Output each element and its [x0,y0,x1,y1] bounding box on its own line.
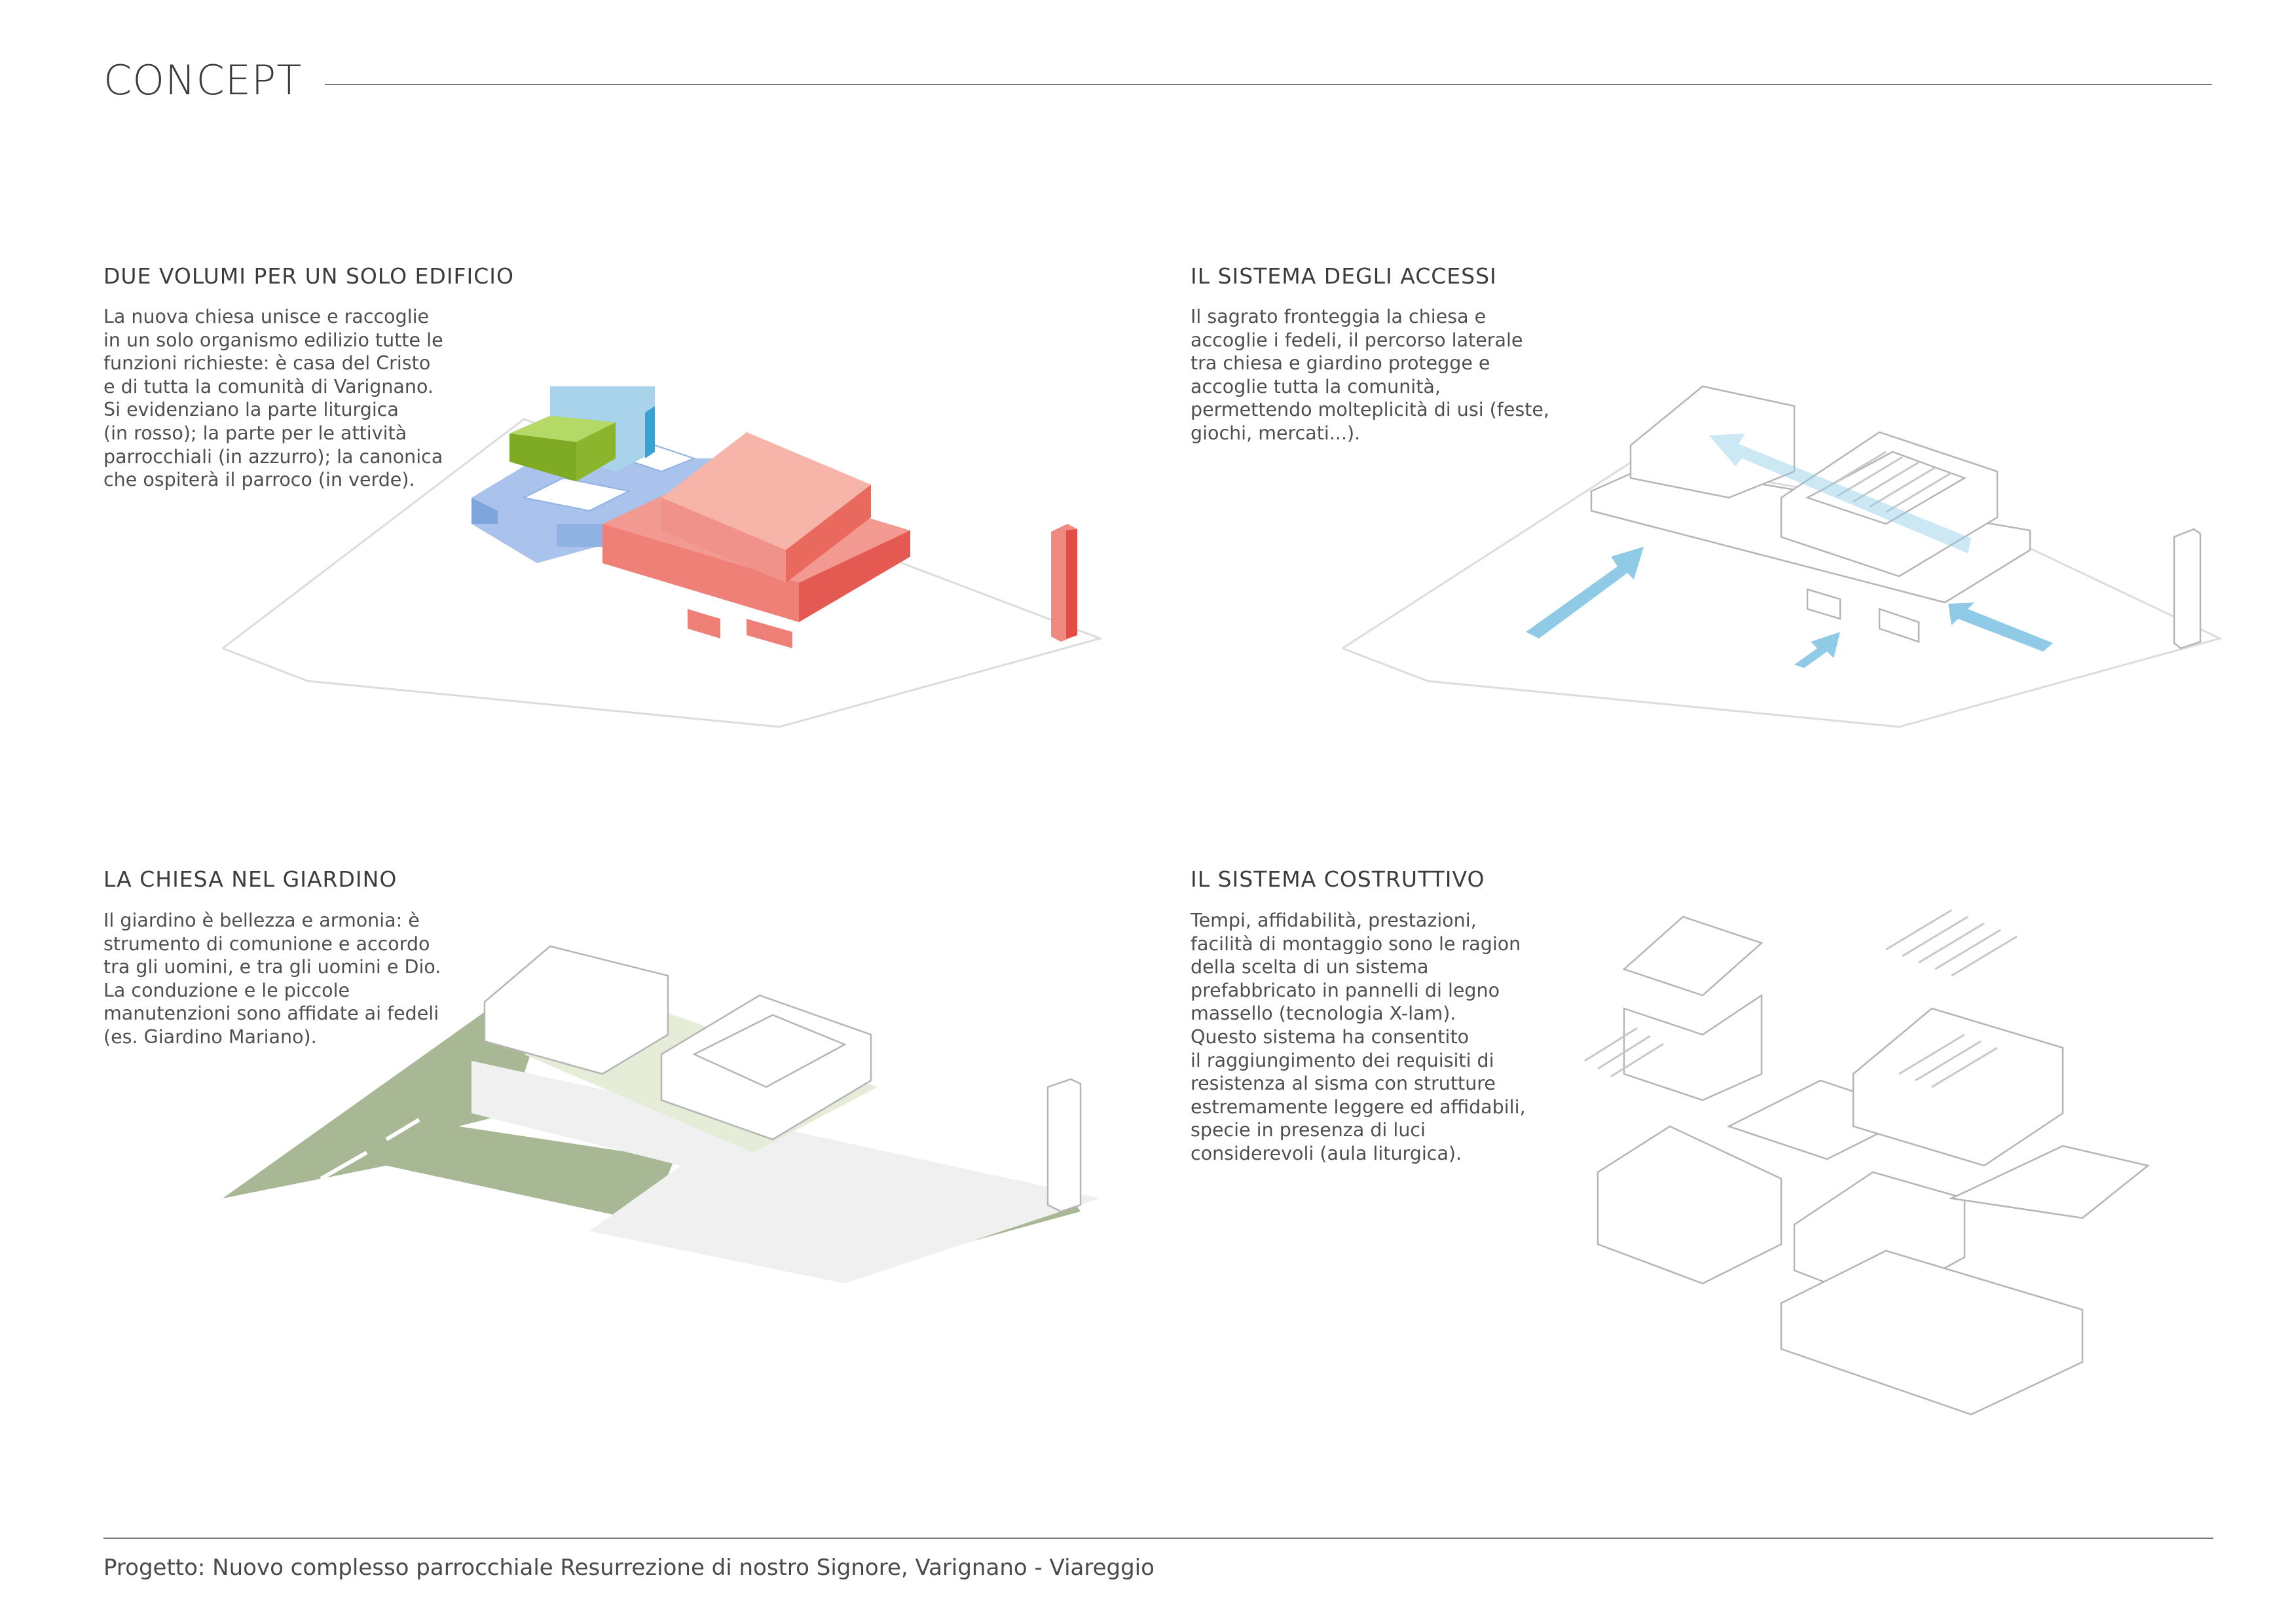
canonica-volume-green [509,416,616,481]
access-arrows [1526,434,2053,668]
body-line: accoglie tutta la comunità, [1191,375,1441,397]
section-body-accessi: Il sagrato fronteggia la chiesa e accogl… [1191,305,1549,445]
body-line: parrocchiali (in azzurro); la canonica [103,445,443,468]
construction-system-drawing [1584,909,2150,1416]
body-line: il raggiungimento dei requisiti di [1191,1049,1494,1071]
volumes-axonometric-drawing [222,386,1103,728]
body-line: massello (tecnologia X-lam). [1191,1003,1456,1025]
body-line: giochi, mercati...). [1191,422,1361,444]
body-line: (es. Giardino Mariano). [103,1025,317,1048]
access-arrow-lateral [1709,434,1971,553]
section-heading-volumi: DUE VOLUMI PER UN SOLO EDIFICIO [103,263,515,289]
body-line: funzioni richieste: è casa del Cristo [103,352,431,375]
body-line: specie in presenza di luci [1191,1119,1426,1141]
access-arrow-centre [1794,632,1840,668]
body-line: in un solo organismo edilizio tutte le [103,329,443,351]
garden-drawing [223,945,1100,1283]
title-divider [325,84,2212,85]
body-line: tra gli uomini, e tra gli uomini e Dio. [103,956,441,978]
body-line: Il sagrato fronteggia la chiesa e [1191,306,1487,327]
access-system-drawing [1342,385,2223,728]
body-line: Si evidenziano la parte liturgica [103,399,399,421]
section-body-volumi: La nuova chiesa unisce e raccoglie in un… [103,305,443,492]
garden-green-area [223,956,675,1238]
body-line: resistenza al sisma con strutture [1191,1073,1496,1095]
forecourt [471,1061,1100,1283]
body-line: manutenzioni sono affidate ai fedeli [103,1003,439,1025]
body-line: estremamente leggere ed affidabili, [1191,1096,1526,1118]
building-outline [483,945,1082,1213]
section-heading-costruttivo: IL SISTEMA COSTRUTTIVO [1191,866,1485,892]
body-line: Tempi, affidabilità, prestazioni, [1191,910,1477,931]
site-outline [222,418,1103,728]
body-line: prefabbricato in pannelli di legno [1191,979,1500,1001]
body-line: della scelta di un sistema [1191,956,1429,978]
section-body-costruttivo: Tempi, affidabilità, prestazioni, facili… [1191,909,1526,1166]
section-heading-accessi: IL SISTEMA DEGLI ACCESSI [1191,263,1497,289]
roof-lamellas [1584,909,2018,1088]
body-line: tra chiesa e giardino protegge e [1191,352,1490,375]
section-heading-giardino: LA CHIESA NEL GIARDINO [103,866,397,892]
body-line: accoglie i fedeli, il percorso laterale [1191,329,1523,351]
garden-lines [320,1118,420,1181]
access-arrow-front [1526,547,1644,638]
exploded-panels [1597,915,2150,1416]
body-line: considerevoli (aula liturgica). [1191,1142,1462,1164]
bell-tower-red [1051,524,1077,642]
body-line: strumento di comunione e accordo [103,932,430,955]
building-outline [1590,385,2202,650]
access-arrow-side [1948,602,2053,652]
liturgical-volume-red [602,432,910,648]
body-line: permettendo molteplicità di usi (feste, [1191,399,1549,421]
body-line: Il giardino è bellezza e armonia: è [103,910,420,931]
body-line: che ospiterà il parroco (in verde). [103,469,415,491]
roof-lamellas [1820,451,1952,513]
section-body-giardino: Il giardino è bellezza e armonia: è stru… [103,909,441,1049]
body-line: Questo sistema ha consentito [1191,1025,1469,1048]
project-caption: Progetto: Nuovo complesso parrocchiale R… [103,1555,1155,1581]
body-line: facilità di montaggio sono le ragion [1191,932,1521,955]
footer-divider [103,1538,2213,1539]
body-line: (in rosso); la parte per le attività [103,422,407,444]
body-line: La nuova chiesa unisce e raccoglie [103,306,430,327]
body-line: La conduzione e le piccole [103,979,350,1001]
body-line: e di tutta la comunità di Varignano. [103,375,434,397]
page-title: CONCEPT [103,56,303,104]
